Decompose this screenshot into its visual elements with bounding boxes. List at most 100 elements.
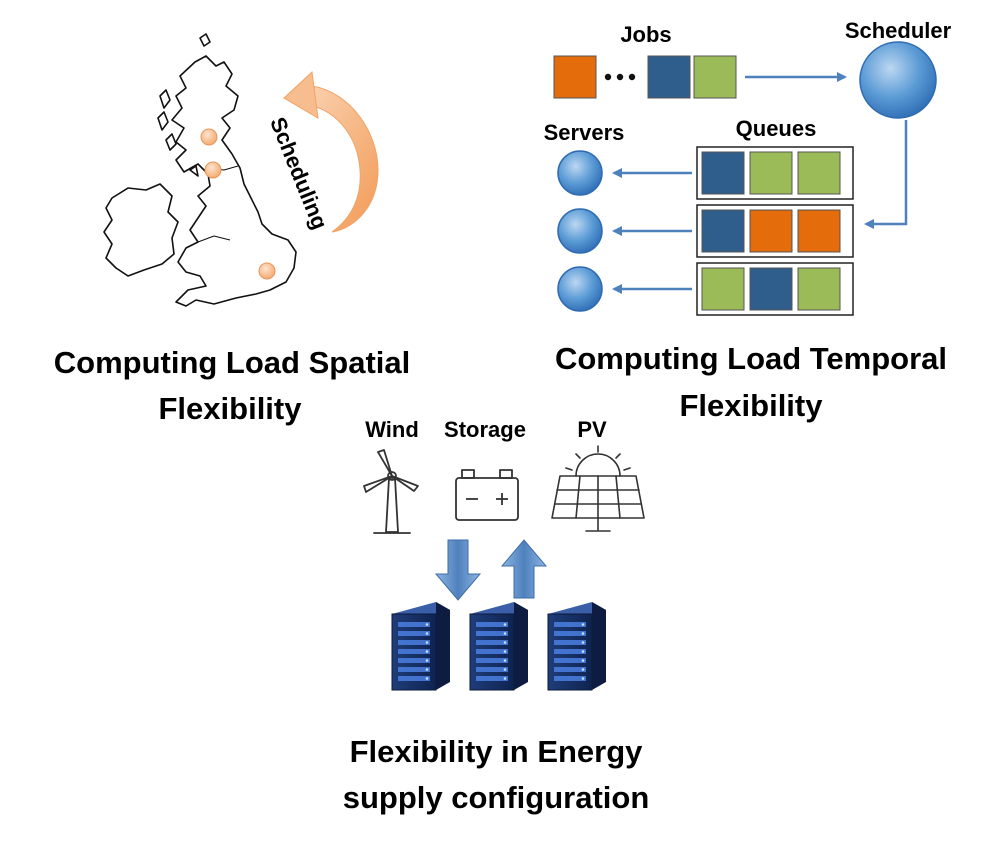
scheduling-arrow bbox=[282, 70, 379, 233]
ellipsis-dot bbox=[604, 73, 612, 81]
rack-side bbox=[436, 602, 450, 690]
rack-led bbox=[581, 632, 585, 635]
energy-caption-line2: supply configuration bbox=[343, 780, 650, 815]
spatial-caption-line2: Flexibility bbox=[159, 391, 303, 426]
server-node bbox=[557, 150, 603, 196]
job-block-green bbox=[693, 55, 737, 99]
jobs-row bbox=[553, 55, 737, 99]
job-block-blue bbox=[647, 55, 691, 99]
rack-slot bbox=[476, 631, 508, 636]
solar-panel-icon bbox=[551, 445, 645, 532]
queue-block-green bbox=[749, 151, 793, 195]
servers bbox=[557, 150, 692, 312]
uk-map bbox=[103, 33, 297, 307]
rack-slot bbox=[476, 658, 508, 663]
wind-label: Wind bbox=[365, 417, 419, 442]
queue-block-orange bbox=[749, 209, 793, 253]
energy-caption-line1: Flexibility in Energy bbox=[350, 734, 644, 769]
pv-label: PV bbox=[577, 417, 607, 442]
temporal-caption-line1: Computing Load Temporal bbox=[555, 341, 947, 376]
battery-icon bbox=[455, 469, 519, 521]
rack-led bbox=[581, 623, 585, 626]
map-dot-south bbox=[258, 262, 276, 280]
servers-label: Servers bbox=[544, 120, 625, 145]
ellipsis-dot bbox=[616, 73, 624, 81]
server-rack-icon bbox=[391, 602, 450, 691]
rack-slot bbox=[476, 676, 508, 681]
queue-row bbox=[696, 204, 854, 258]
rack-slot bbox=[398, 640, 430, 645]
wind-turbine-icon bbox=[363, 449, 419, 534]
job-block-orange bbox=[553, 55, 597, 99]
rack-slot bbox=[554, 622, 586, 627]
rack-slot bbox=[398, 667, 430, 672]
server-rack-icon bbox=[469, 602, 528, 691]
jobs-ellipsis bbox=[604, 73, 636, 81]
queue-block-blue bbox=[701, 151, 745, 195]
rack-led bbox=[503, 650, 507, 653]
scheduling-label: Scheduling bbox=[265, 114, 333, 233]
rack-led bbox=[503, 623, 507, 626]
rack-slot bbox=[398, 631, 430, 636]
rack-side bbox=[514, 602, 528, 690]
queue-block-blue bbox=[749, 267, 793, 311]
rack-led bbox=[425, 650, 429, 653]
server-racks bbox=[391, 602, 606, 691]
rack-slot bbox=[554, 658, 586, 663]
scheduler-node bbox=[859, 41, 937, 119]
rack-slot bbox=[554, 667, 586, 672]
server-node bbox=[557, 266, 603, 312]
rack-led bbox=[503, 632, 507, 635]
queue-block-orange bbox=[797, 209, 841, 253]
supply-down-arrow bbox=[434, 539, 482, 601]
queue-block-green bbox=[797, 267, 841, 311]
spatial-caption-line1: Computing Load Spatial bbox=[54, 345, 411, 380]
server-rack-icon bbox=[547, 602, 606, 691]
rack-slot bbox=[554, 649, 586, 654]
rack-led bbox=[581, 668, 585, 671]
scheduler-label: Scheduler bbox=[845, 18, 952, 43]
server-node bbox=[557, 208, 603, 254]
rack-led bbox=[425, 677, 429, 680]
rack-slot bbox=[398, 676, 430, 681]
rack-led bbox=[503, 677, 507, 680]
rack-slot bbox=[476, 640, 508, 645]
rack-led bbox=[503, 641, 507, 644]
rack-led bbox=[425, 668, 429, 671]
rack-slot bbox=[554, 676, 586, 681]
rack-led bbox=[581, 641, 585, 644]
rack-led bbox=[503, 659, 507, 662]
scheduler-to-queue-arrow bbox=[864, 120, 908, 229]
rack-led bbox=[425, 623, 429, 626]
queue-block-green bbox=[797, 151, 841, 195]
queue-row bbox=[696, 262, 854, 316]
rack-slot bbox=[476, 649, 508, 654]
rack-slot bbox=[554, 631, 586, 636]
rack-led bbox=[425, 641, 429, 644]
queues bbox=[696, 146, 854, 316]
rack-slot bbox=[554, 640, 586, 645]
rack-slot bbox=[476, 622, 508, 627]
queues-label: Queues bbox=[736, 116, 817, 141]
rack-led bbox=[581, 677, 585, 680]
temporal-caption-line2: Flexibility bbox=[680, 388, 824, 423]
map-datacenter-dots bbox=[200, 128, 276, 280]
rack-slot bbox=[398, 622, 430, 627]
queue-row bbox=[696, 146, 854, 200]
queue-block-blue bbox=[701, 209, 745, 253]
rack-slot bbox=[398, 658, 430, 663]
rack-side bbox=[592, 602, 606, 690]
rack-led bbox=[581, 650, 585, 653]
map-dot-middle bbox=[204, 161, 222, 179]
rack-slot bbox=[476, 667, 508, 672]
rack-led bbox=[503, 668, 507, 671]
queue-block-green bbox=[701, 267, 745, 311]
rack-led bbox=[581, 659, 585, 662]
storage-label: Storage bbox=[444, 417, 526, 442]
ellipsis-dot bbox=[628, 73, 636, 81]
rack-led bbox=[425, 632, 429, 635]
rack-led bbox=[425, 659, 429, 662]
jobs-label: Jobs bbox=[620, 22, 671, 47]
